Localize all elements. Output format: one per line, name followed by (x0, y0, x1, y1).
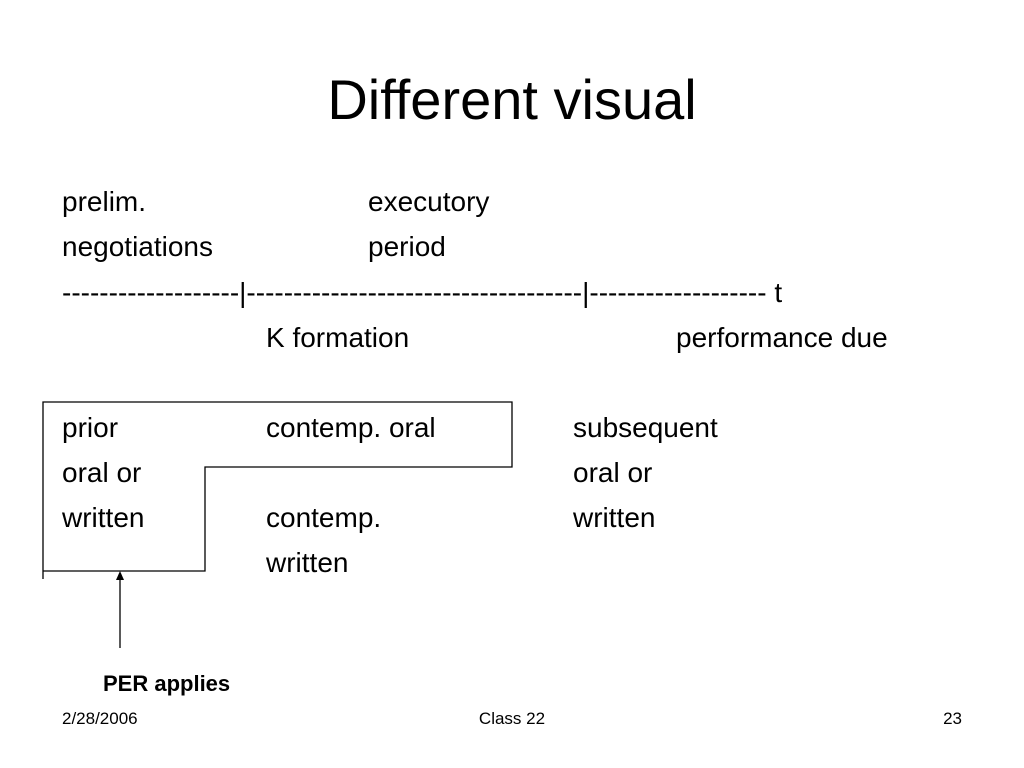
contemp-line3: written (266, 547, 349, 578)
contemp-line2: contemp. (266, 502, 382, 533)
callout-arrow-head (116, 571, 124, 580)
subsequent-line2: oral or (573, 457, 653, 488)
milestone-formation: K formation (266, 322, 410, 353)
milestone-performance-due: performance due (676, 322, 888, 353)
header-period: period (368, 231, 446, 262)
slide-title: Different visual (327, 68, 697, 131)
per-applies-label: PER applies (103, 671, 231, 696)
prior-line1: prior (62, 412, 119, 443)
footer-page-number: 23 (943, 709, 962, 728)
prior-line2: oral or (62, 457, 142, 488)
header-executory: executory (368, 186, 490, 217)
header-negotiations: negotiations (62, 231, 214, 262)
subsequent-line1: subsequent (573, 412, 718, 443)
contemp-line1: contemp. oral (266, 412, 436, 443)
timeline-line: -------------------|--------------------… (62, 277, 783, 308)
subsequent-line3: written (573, 502, 656, 533)
footer-date: 2/28/2006 (62, 709, 138, 728)
prior-line3: written (62, 502, 145, 533)
footer-class: Class 22 (478, 709, 546, 728)
header-prelim: prelim. (62, 186, 147, 217)
